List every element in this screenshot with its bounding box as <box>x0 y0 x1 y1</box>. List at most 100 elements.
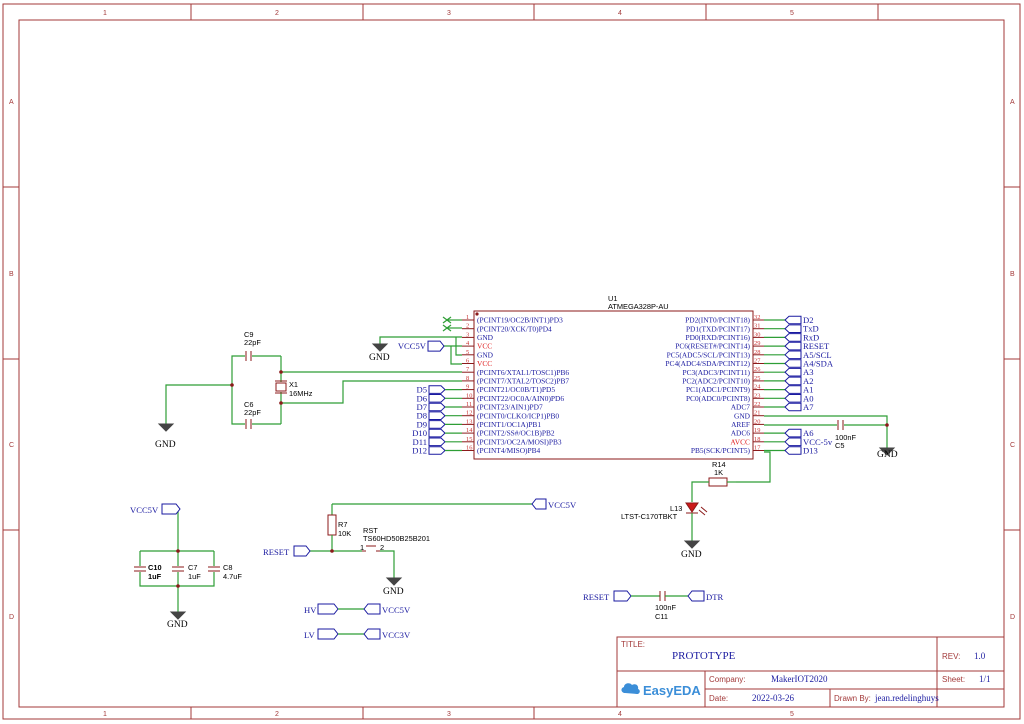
u1-right-net-label-rxd: RxD <box>803 332 819 342</box>
u1-pin-num-31: 31 <box>754 323 760 330</box>
u1-right-net-flag-a7 <box>784 402 802 412</box>
zone-col-bottom-4: 4 <box>618 711 622 718</box>
u1-right-net-label-d13: D13 <box>803 446 818 456</box>
u1-right-net-label-a7: A7 <box>803 402 814 412</box>
hv-vcc5v-label: VCC5V <box>382 605 411 615</box>
gnd-crystal-triangle <box>157 423 175 432</box>
c8-value: 4.7uF <box>223 572 242 581</box>
u1-pin-num-1: 1 <box>466 314 469 321</box>
c11-ref: C11 <box>655 612 668 621</box>
junction-crystal-gnd <box>230 383 234 387</box>
reset-net-label: RESET <box>263 547 290 557</box>
u1-net-label-d12: D12 <box>412 446 427 456</box>
tb-company-label: Company: <box>709 675 745 684</box>
tb-rev-value: 1.0 <box>974 651 986 661</box>
dtr-reset-label: RESET <box>583 592 610 602</box>
u1-net-flag-d12 <box>428 446 446 455</box>
u1-right-net-flag-a2 <box>784 376 802 386</box>
u1-pin-name-23: PC0(ADC0/PCINT8) <box>686 394 751 403</box>
junction-reset <box>330 549 334 553</box>
tb-rev-label: REV: <box>942 652 960 661</box>
u1-pin-num-32: 32 <box>754 314 760 321</box>
junction-xtal1 <box>279 370 283 374</box>
rst-pin2: 2 <box>380 543 384 552</box>
u1-net-label-d7: D7 <box>416 402 427 412</box>
gnd-reset-label: GND <box>383 587 404 597</box>
u1-net-flag-d5 <box>428 385 446 394</box>
c5-value: 100nF <box>835 433 856 442</box>
gnd-led-triangle <box>683 540 701 549</box>
l13-ray-b <box>700 506 708 513</box>
u1-net-flag-d11 <box>428 437 446 447</box>
easyeda-logo: EasyEDA <box>643 683 701 698</box>
r14-value: 1K <box>714 468 723 477</box>
aref-circuit: 100nF C5 GND <box>736 415 898 483</box>
l13-value: LTST-C170TBKT <box>621 512 678 521</box>
u1-body <box>473 310 754 460</box>
u1-right-net-flag-a3 <box>784 367 802 377</box>
hv-flag <box>317 603 339 615</box>
u1-pin-num-28: 28 <box>754 349 760 356</box>
reset-circuit: R7 10K RST TS60HD50B25B201 1 2 GND <box>310 503 532 597</box>
zone-row-right-B: B <box>1010 271 1015 278</box>
u1-right-net-label-txd: TxD <box>803 324 819 334</box>
rst-pin1: 1 <box>360 543 364 552</box>
c8-ref: C8 <box>223 563 232 572</box>
zone-col-bottom-1: 1 <box>103 711 107 718</box>
hv-label: HV <box>304 605 317 615</box>
tb-title-value: PROTOTYPE <box>672 650 736 662</box>
lv-vcc3v-flag <box>363 628 381 640</box>
zone-col-bottom-5: 5 <box>790 711 794 718</box>
gnd-caps-triangle <box>169 611 187 620</box>
u1-pin-num-24: 24 <box>754 384 761 391</box>
r7-ref: R7 <box>338 520 347 529</box>
u1-pin-name-24: PC1(ADC1/PCINT9) <box>686 385 751 394</box>
zone-col-top-1: 1 <box>103 10 107 17</box>
zone-col-bottom-3: 3 <box>447 711 451 718</box>
tb-drawn-value: jean.redelinghuys <box>874 693 939 703</box>
c9-ref: C9 <box>244 330 253 339</box>
u1-right-net-label-a0: A0 <box>803 393 814 403</box>
u1-pin-num-25: 25 <box>754 375 760 382</box>
rst-value: TS60HD50B25B201 <box>363 534 430 543</box>
u1-pin-num-5: 5 <box>466 349 469 356</box>
zone-row-left-C: C <box>9 442 14 449</box>
tb-sheet-label: Sheet: <box>942 675 965 684</box>
c10-value: 1uF <box>148 572 162 581</box>
wire-gnd-pin3 <box>379 336 462 344</box>
u1-right-net-flag-d13 <box>784 446 802 455</box>
sheet-outer-frame <box>2 3 1021 720</box>
power-caps: C10 1uF C7 1uF C8 4.7uF GND <box>134 509 242 630</box>
u1-right-net-flag-a0 <box>784 394 802 403</box>
r7-value: 10K <box>338 529 351 538</box>
r14-ref: R14 <box>712 460 726 469</box>
u1-pin-name-26: PC3(ADC3/PCINT11) <box>683 368 751 377</box>
u1-pin-name-17: PB5(SCK/PCINT5) <box>691 446 751 455</box>
u1-right-net-flag-a5-scl <box>784 350 802 360</box>
tb-sheet-value: 1/1 <box>979 674 991 684</box>
c5-ref: C5 <box>835 441 844 450</box>
u1-pin-name-16: (PCINT4/MISO)PB4 <box>477 446 541 455</box>
u1-net-flag-d9 <box>428 420 446 429</box>
wire-rst-gnd <box>380 550 395 578</box>
r14-body <box>708 477 728 487</box>
rst-ref: RST <box>363 526 378 535</box>
u1-pin-num-21: 21 <box>754 410 760 417</box>
x1-value: 16MHz <box>289 389 313 398</box>
u1-net-label-d10: D10 <box>412 428 427 438</box>
c6-ref: C6 <box>244 400 253 409</box>
gnd-crystal-label: GND <box>155 440 176 450</box>
u1-pin-name-6: VCC <box>477 359 492 368</box>
wire-pb5-r14 <box>736 451 771 483</box>
u1-pin-num-4: 4 <box>466 340 470 347</box>
zone-col-top-5: 5 <box>790 10 794 17</box>
zone-row-right-A: A <box>1010 99 1015 106</box>
title-block: TITLE: PROTOTYPE REV: 1.0 Company: Maker… <box>616 636 1005 708</box>
u1-pin-name-3: GND <box>477 333 494 342</box>
zone-col-top-3: 3 <box>447 10 451 17</box>
zone-row-left-D: D <box>9 614 14 621</box>
u1-net-label-d6: D6 <box>416 393 427 403</box>
sheet-inner-frame <box>18 19 1005 708</box>
u1-pin-num-12: 12 <box>466 410 472 417</box>
